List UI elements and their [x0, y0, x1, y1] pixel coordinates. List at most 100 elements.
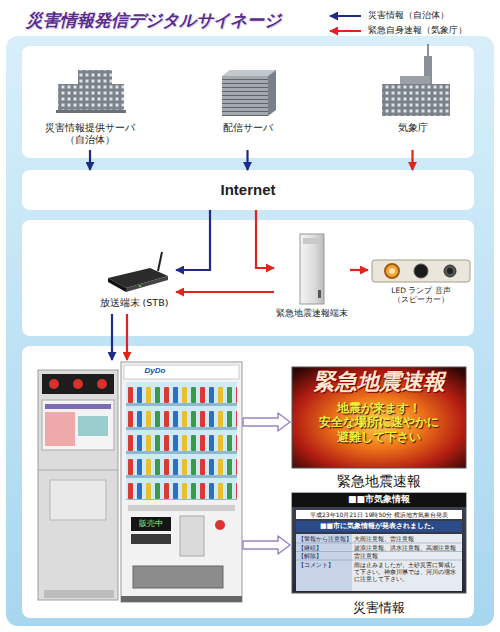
- legend-text: 緊急自身速報（気象庁）: [368, 24, 467, 37]
- button-row: [128, 505, 235, 511]
- antenna: [158, 252, 162, 271]
- node-label: 災害情報提供サーバ（自治体）: [42, 122, 138, 146]
- device-node: DyDo 販売中: [37, 360, 243, 604]
- router-icon: [108, 252, 168, 292]
- alert-screen: [292, 367, 466, 468]
- node-label: 平成23年10月21日 19時50分 横浜地方気象台発表: [298, 511, 460, 518]
- signage-cabinet: [38, 370, 118, 600]
- flow-arrow: [411, 150, 413, 170]
- flow-arrow: [176, 291, 274, 293]
- node-label: 【警報から注意報】: [298, 535, 352, 542]
- flow-arrow: [350, 269, 368, 271]
- router-side: [108, 278, 126, 292]
- terminal-port: [318, 290, 321, 298]
- vending-machine: [121, 362, 242, 602]
- node-label: 雨は止みましたが、土砂災害に警戒して下さい。神奈川県では、河川の増水に注意して下…: [354, 561, 460, 583]
- screen-picture: [78, 416, 108, 436]
- node-label: 雷注意報: [354, 552, 460, 559]
- node-label: 放送端末 (STB): [92, 297, 176, 308]
- flow-arrow: [256, 210, 274, 268]
- node-label: 配信サーバ: [200, 122, 295, 134]
- device-node: 災害情報提供サーバ（自治体）: [35, 66, 145, 150]
- network-label: Internet: [22, 181, 474, 199]
- flow-arrow: [126, 314, 128, 360]
- panel: [22, 346, 474, 618]
- cabinet-base: [44, 590, 114, 598]
- building-part: [400, 76, 430, 84]
- button: [414, 264, 428, 278]
- server-side: [268, 70, 276, 116]
- legend: 災害情報（自治体） 緊急自身速報（気象庁）: [327, 8, 467, 38]
- table-rule: [296, 551, 462, 552]
- red-lamp: [49, 379, 59, 389]
- server-icon: [222, 70, 276, 116]
- node-label: 気象庁: [365, 122, 460, 134]
- device-node: 放送端末 (STB): [92, 248, 176, 314]
- lamp-speaker-icon: [372, 260, 470, 282]
- product-display: [126, 382, 237, 500]
- legend-arrow: [330, 30, 361, 32]
- network-band: Internet: [22, 170, 474, 210]
- agency-building-icon: [382, 44, 450, 116]
- machine-header: [124, 365, 239, 379]
- cabinet-top: [42, 374, 114, 394]
- node-label: 【コメント】: [298, 561, 352, 568]
- dispenser: [133, 566, 223, 588]
- screen-header: [292, 493, 466, 507]
- status-panel: [131, 534, 171, 544]
- cabinet-seam: [38, 470, 118, 471]
- node-label: ■■市に気象情報が発表されました。: [298, 522, 460, 530]
- device-node: 配信サーバ: [200, 66, 295, 150]
- legend-text: 災害情報（自治体）: [368, 9, 449, 22]
- diagram-title: 災害情報発信デジタルサイネージ: [26, 9, 281, 32]
- flow-arrow: [89, 150, 91, 170]
- panel: [22, 46, 474, 158]
- building-part: [58, 84, 124, 112]
- server-top: [222, 70, 276, 76]
- led-lamp: [385, 264, 399, 278]
- cabinet-door: [50, 480, 106, 520]
- node-label: 災害情報: [290, 600, 468, 616]
- table-rule: [296, 560, 462, 561]
- legend-arrow: [330, 15, 361, 17]
- terminal-icon: [300, 234, 324, 304]
- device-node: ■■市気象情報平成23年10月21日 19時50分 横浜地方気象台発表 ■■市に気…: [290, 490, 468, 616]
- node-label: 大雨注意報、雷注意報: [354, 535, 460, 542]
- node-label: LED ランプ 音声（スピーカー）: [386, 286, 456, 304]
- notice-strip: [296, 521, 462, 532]
- terminal-vent: [303, 238, 321, 244]
- node-label: ■■市気象情報: [292, 494, 466, 505]
- device-node: 緊急地震速報端末: [274, 230, 350, 324]
- outer-frame: [6, 36, 494, 626]
- legend-sample: [327, 26, 363, 36]
- lamp-box: [372, 260, 470, 282]
- speaker: [444, 265, 456, 277]
- router-front: [126, 276, 168, 292]
- speaker-cone: [447, 268, 453, 274]
- flow-arrow: [111, 314, 113, 360]
- red-lamp: [97, 379, 107, 389]
- antenna: [427, 44, 429, 56]
- node-label: 販売中: [132, 519, 170, 528]
- node-label: DyDo: [125, 366, 185, 376]
- legend-sample: [327, 11, 363, 21]
- screen-picture: [45, 412, 75, 446]
- status-panel: [131, 517, 171, 531]
- table-rule: [296, 543, 462, 544]
- device-node: 緊急地震速報地震が来ます！ 安全な場所に速やかに 避難して下さい緊急地震速報: [290, 365, 468, 491]
- building-part: [382, 84, 450, 116]
- outline-arrow: [243, 536, 290, 554]
- info-screen: [292, 493, 466, 593]
- legend-item: 災害情報（自治体）: [327, 8, 467, 23]
- node-label: 【解除】: [298, 552, 352, 559]
- node-label: 地震が来ます！ 安全な場所に速やかに 避難して下さい: [309, 401, 449, 444]
- machine-base: [121, 596, 242, 602]
- table-area: [296, 534, 462, 591]
- building-part: [78, 70, 112, 84]
- status-led: [139, 285, 141, 287]
- node-label: 波浪注意報、洪水注意報、高潮注意報: [354, 544, 460, 551]
- return-button: [215, 520, 225, 530]
